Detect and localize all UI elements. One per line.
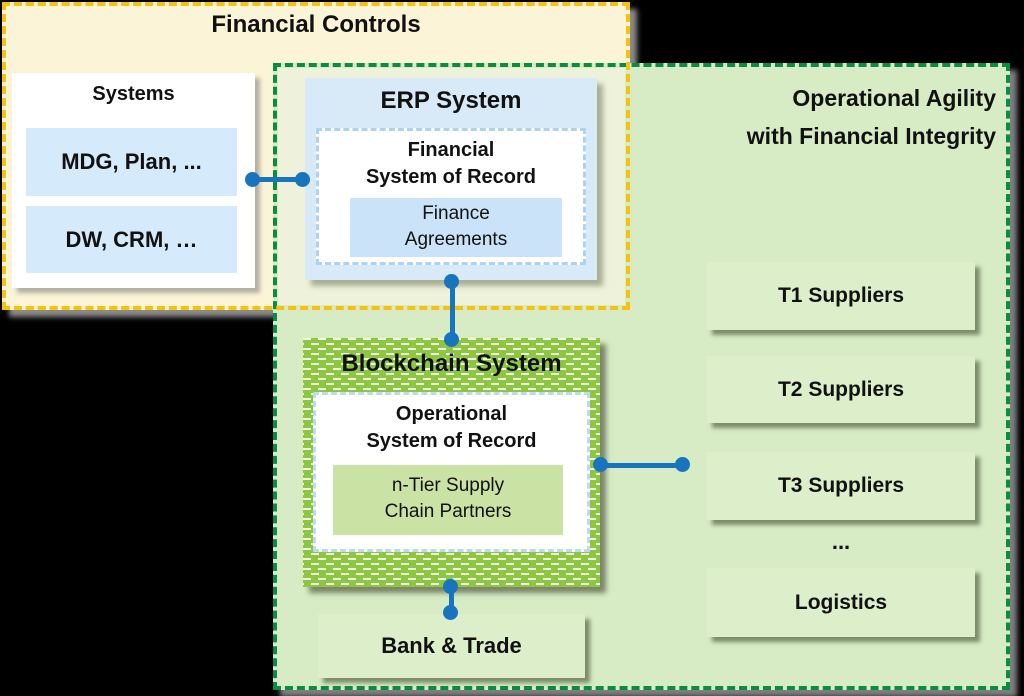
erp-system-title: ERP System xyxy=(380,87,522,114)
systems-item-dw-crm: DW, CRM, … xyxy=(26,206,237,273)
connector-erp-to-blockchain xyxy=(450,281,455,340)
operational-agility-title-line2: with Financial Integrity xyxy=(746,123,996,149)
financial-controls-border-overlay xyxy=(2,2,630,310)
operational-agility-title-line1: Operational Agility xyxy=(792,85,996,111)
connector-dot xyxy=(444,332,459,347)
connector-systems-to-erp xyxy=(253,177,303,182)
blockchain-system-title: Blockchain System xyxy=(341,350,562,377)
connector-dot xyxy=(295,172,310,187)
t1-suppliers-card: T1 Suppliers xyxy=(707,262,975,330)
financial-controls-title: Financial Controls xyxy=(211,11,421,38)
connector-blockchain-to-bank xyxy=(449,586,454,613)
connector-dot xyxy=(444,274,459,289)
connector-dot xyxy=(675,457,690,472)
t2-suppliers-card: T2 Suppliers xyxy=(707,356,975,423)
finance-agreements-chip: Finance Agreements xyxy=(350,198,562,257)
bank-and-trade-card: Bank & Trade xyxy=(318,614,585,678)
connector-blockchain-to-suppliers xyxy=(600,463,684,468)
operational-system-of-record-box: Operational System of Record n-Tier Supp… xyxy=(313,392,590,552)
n-tier-supply-chain-partners-chip: n-Tier Supply Chain Partners xyxy=(333,465,563,535)
connector-dot xyxy=(443,579,458,594)
financial-system-of-record-box: Financial System of Record Finance Agree… xyxy=(316,128,586,265)
erp-system-box: ERP System Financial System of Record Fi… xyxy=(305,78,597,280)
more-suppliers-ellipsis: ... xyxy=(831,529,851,554)
t3-suppliers-card: T3 Suppliers xyxy=(707,452,975,520)
operational-system-of-record-label: Operational System of Record xyxy=(366,403,537,452)
operational-agility-title: Operational Agility with Financial Integ… xyxy=(620,79,996,155)
logistics-card: Logistics xyxy=(707,568,975,637)
systems-panel-title: Systems xyxy=(92,83,175,105)
connector-dot xyxy=(593,457,608,472)
financial-system-of-record-label: Financial System of Record xyxy=(365,139,537,188)
systems-panel: Systems MDG, Plan, ... DW, CRM, … xyxy=(12,73,255,288)
systems-item-mdg-plan: MDG, Plan, ... xyxy=(26,128,237,196)
connector-dot xyxy=(245,172,260,187)
connector-dot xyxy=(443,605,458,620)
blockchain-system-box: Blockchain System Operational System of … xyxy=(303,338,600,587)
